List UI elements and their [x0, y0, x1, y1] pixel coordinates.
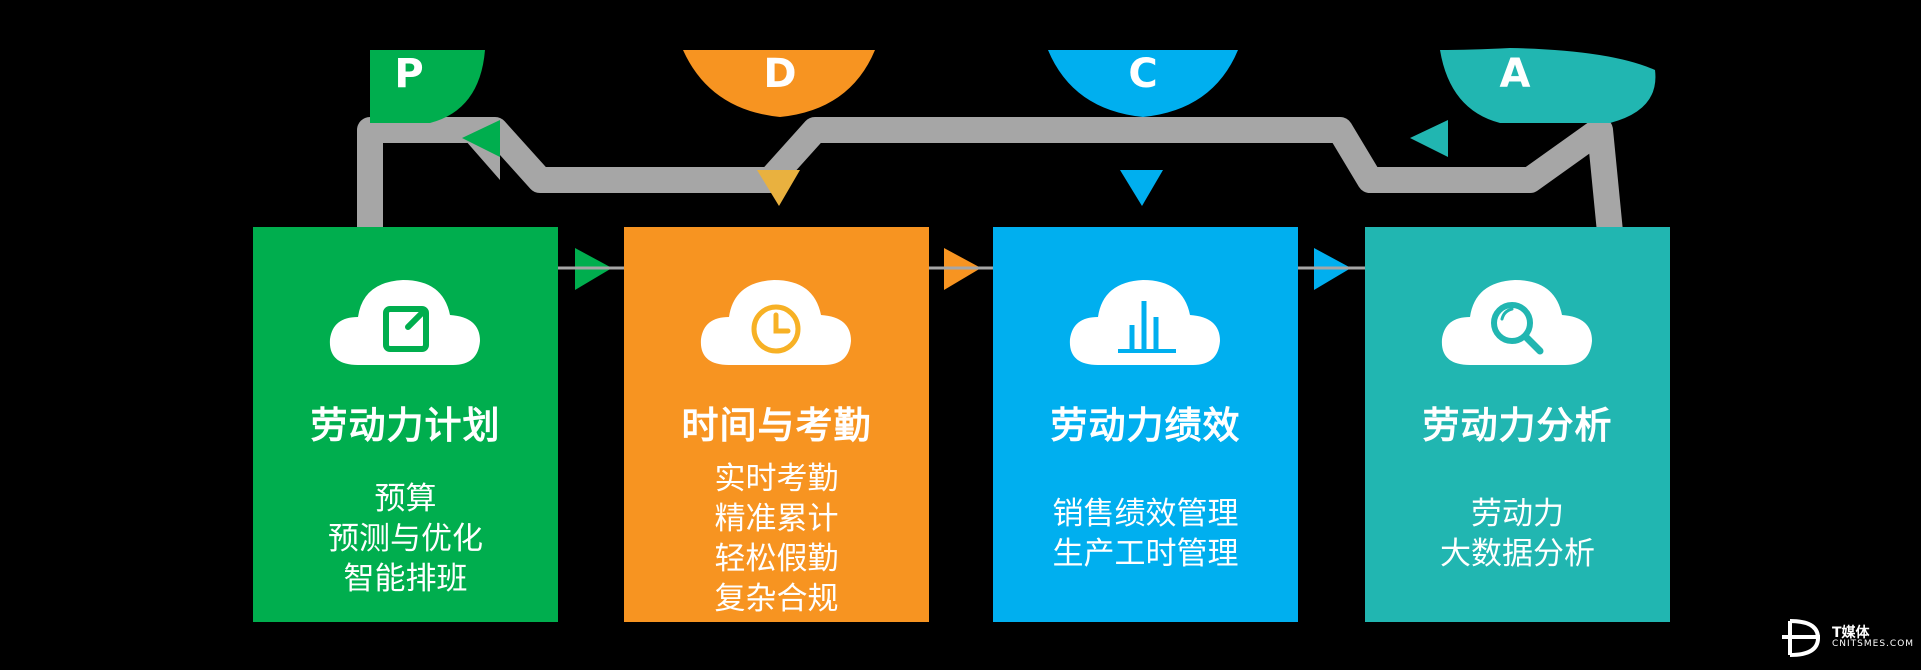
arrow-into-c	[1120, 170, 1163, 206]
list-item: 大数据分析	[1440, 536, 1595, 572]
card-performance: 劳动力绩效 销售绩效管理 生产工时管理	[993, 227, 1298, 622]
phase-letter-p: P	[394, 51, 424, 97]
card-items-analysis: 劳动力 大数据分析	[1440, 494, 1595, 574]
card-items-performance: 销售绩效管理 生产工时管理	[1053, 494, 1239, 574]
arrow-into-d	[757, 170, 800, 206]
card-time: 时间与考勤 实时考勤 精准累计 轻松假勤 复杂合规	[624, 227, 929, 622]
cloud-bar-chart-icon	[1068, 277, 1223, 371]
list-item: 劳动力	[1471, 496, 1564, 532]
phase-badge-p	[370, 50, 485, 123]
phase-badge-a	[1440, 48, 1656, 123]
watermark-sub: CNITSMES.COM	[1832, 639, 1915, 649]
phase-letter-a: A	[1499, 51, 1531, 97]
arrow-a-to-p	[462, 120, 500, 157]
watermark-name: T媒体	[1832, 625, 1870, 641]
cloud-magnifier-icon	[1440, 277, 1595, 371]
list-item: 智能排班	[343, 561, 468, 597]
card-plan: 劳动力计划 预算 预测与优化 智能排班	[253, 227, 558, 622]
cloud-clock-icon	[699, 277, 854, 371]
list-item: 预测与优化	[328, 521, 483, 557]
watermark-logo-icon	[1782, 619, 1821, 657]
list-item: 生产工时管理	[1052, 536, 1239, 572]
card-analysis: 劳动力分析 劳动力 大数据分析	[1365, 227, 1670, 622]
phase-badge-d	[683, 50, 875, 117]
card-items-plan: 预算 预测与优化 智能排班	[328, 479, 483, 599]
phase-letter-c: C	[1128, 51, 1158, 97]
card-title-time: 时间与考勤	[681, 404, 872, 447]
cycle-connector	[357, 117, 1623, 234]
list-item: 实时考勤	[714, 461, 839, 497]
card-items-time: 实时考勤 精准累计 轻松假勤 复杂合规	[715, 459, 839, 619]
card-title-performance: 劳动力绩效	[1050, 404, 1241, 447]
list-item: 销售绩效管理	[1052, 496, 1239, 532]
list-item: 轻松假勤	[714, 541, 839, 577]
phase-letter-d: D	[763, 51, 797, 97]
list-item: 复杂合规	[714, 581, 839, 617]
arrow-into-a	[1410, 120, 1448, 157]
card-title-plan: 劳动力计划	[310, 404, 501, 447]
phase-badge-c	[1048, 50, 1238, 117]
list-item: 精准累计	[714, 501, 839, 537]
card-title-analysis: 劳动力分析	[1422, 404, 1613, 447]
cloud-edit-icon	[328, 277, 483, 371]
list-item: 预算	[374, 481, 437, 517]
